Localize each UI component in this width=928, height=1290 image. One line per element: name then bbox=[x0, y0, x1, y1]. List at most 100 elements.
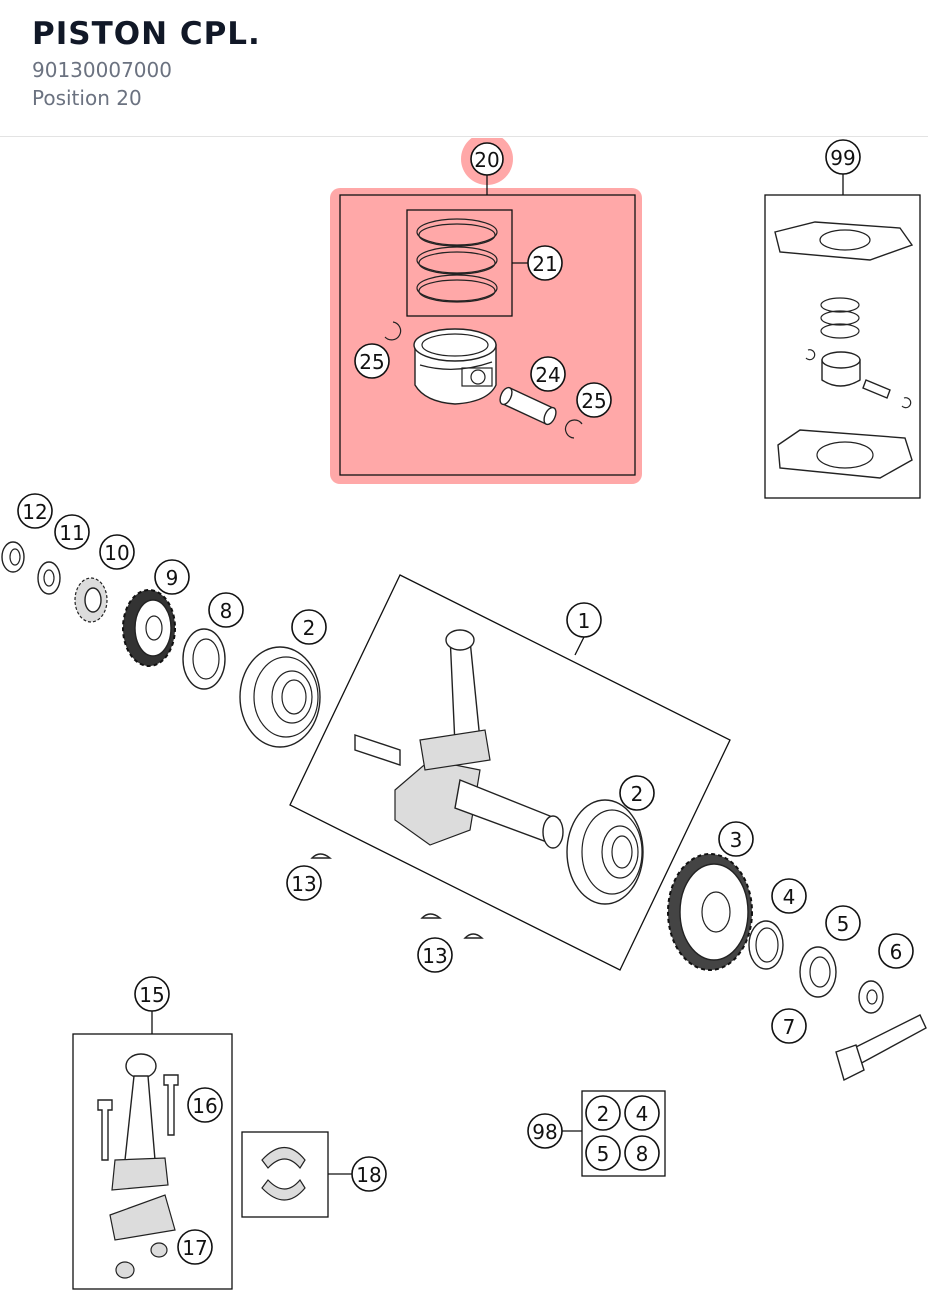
circlip bbox=[564, 419, 583, 439]
callout-16[interactable]: 16 bbox=[187, 1087, 223, 1123]
callout-1[interactable]: 1 bbox=[566, 602, 602, 638]
kit-item-2[interactable]: 2 bbox=[585, 1095, 621, 1131]
callout-25[interactable]: 25 bbox=[576, 382, 612, 418]
circlip bbox=[384, 321, 402, 341]
callout-2[interactable]: 2 bbox=[291, 609, 327, 645]
svg-text:8: 8 bbox=[220, 599, 233, 623]
svg-text:8: 8 bbox=[636, 1142, 649, 1166]
crankshaft bbox=[354, 629, 564, 849]
callout-98[interactable]: 98 bbox=[527, 1113, 563, 1149]
key-13 bbox=[463, 933, 484, 939]
head-gasket bbox=[774, 221, 914, 261]
conrod-group-15[interactable] bbox=[72, 1010, 233, 1290]
callout-13[interactable]: 13 bbox=[417, 937, 453, 973]
svg-text:18: 18 bbox=[356, 1163, 381, 1187]
bearing-shell-frame bbox=[241, 1131, 329, 1218]
washer-11 bbox=[37, 561, 61, 595]
nut-12 bbox=[1, 541, 25, 573]
svg-text:3: 3 bbox=[730, 828, 743, 852]
exploded-parts-diagram: 20 21 24 25 25 99 12 11 10 9 8 2 1 2 3 4… bbox=[1, 138, 927, 1290]
svg-text:1: 1 bbox=[578, 609, 591, 633]
nut-5 bbox=[799, 946, 837, 998]
piston-group-20[interactable] bbox=[330, 138, 642, 484]
svg-text:2: 2 bbox=[631, 782, 644, 806]
callout-18[interactable]: 18 bbox=[351, 1156, 387, 1192]
svg-text:16: 16 bbox=[192, 1094, 217, 1118]
svg-text:10: 10 bbox=[104, 541, 129, 565]
svg-text:98: 98 bbox=[532, 1120, 557, 1144]
svg-text:15: 15 bbox=[139, 983, 164, 1007]
svg-text:4: 4 bbox=[636, 1102, 649, 1126]
callout-17[interactable]: 17 bbox=[177, 1229, 213, 1265]
bolt-7 bbox=[835, 1014, 927, 1082]
kit-frame bbox=[581, 1090, 666, 1177]
part-number: 90130007000 bbox=[32, 58, 172, 82]
callout-24[interactable]: 24 bbox=[530, 356, 566, 392]
page-title: PISTON CPL. bbox=[32, 16, 261, 52]
kit-item-5[interactable]: 5 bbox=[585, 1135, 621, 1171]
callout-15[interactable]: 15 bbox=[134, 976, 170, 1012]
svg-text:5: 5 bbox=[837, 912, 850, 936]
callout-labels: 20 21 24 25 25 99 12 11 10 9 8 2 1 2 3 4… bbox=[17, 139, 914, 1265]
svg-text:5: 5 bbox=[597, 1142, 610, 1166]
svg-text:25: 25 bbox=[581, 389, 606, 413]
callout-20[interactable]: 20 bbox=[470, 142, 504, 176]
callout-9[interactable]: 9 bbox=[154, 559, 190, 595]
callout-4[interactable]: 4 bbox=[771, 878, 807, 914]
svg-text:17: 17 bbox=[182, 1236, 207, 1260]
svg-text:99: 99 bbox=[830, 146, 855, 170]
svg-text:11: 11 bbox=[59, 521, 84, 545]
svg-text:9: 9 bbox=[166, 566, 179, 590]
kit-98[interactable] bbox=[562, 1090, 666, 1177]
callout-7[interactable]: 7 bbox=[771, 1008, 807, 1044]
kit-item-4[interactable]: 4 bbox=[624, 1095, 660, 1131]
svg-text:6: 6 bbox=[890, 940, 903, 964]
callout-12[interactable]: 12 bbox=[17, 493, 53, 529]
key-13 bbox=[420, 913, 442, 919]
conrod-cap bbox=[109, 1194, 176, 1241]
crankshaft-frame bbox=[289, 574, 731, 971]
svg-text:13: 13 bbox=[422, 944, 447, 968]
bearing-shells-18[interactable] bbox=[241, 1131, 352, 1218]
callout-8[interactable]: 8 bbox=[208, 592, 244, 628]
callout-2[interactable]: 2 bbox=[619, 775, 655, 811]
piston-ring-set bbox=[416, 218, 498, 303]
conrod-nuts-17 bbox=[115, 1242, 168, 1279]
small-pin bbox=[862, 379, 891, 399]
conrod-bolts-16 bbox=[97, 1074, 179, 1161]
base-gasket bbox=[777, 429, 913, 479]
callout-99[interactable]: 99 bbox=[825, 139, 861, 175]
svg-text:20: 20 bbox=[474, 148, 499, 172]
svg-text:2: 2 bbox=[303, 616, 316, 640]
callout-21[interactable]: 21 bbox=[527, 245, 563, 281]
bearing-2-right bbox=[566, 799, 644, 905]
gasket-set-99[interactable] bbox=[764, 172, 921, 499]
gear-9 bbox=[122, 589, 176, 667]
bearing-2-left bbox=[239, 646, 321, 748]
svg-text:12: 12 bbox=[22, 500, 47, 524]
callout-3[interactable]: 3 bbox=[718, 821, 754, 857]
callout-10[interactable]: 10 bbox=[99, 534, 135, 570]
crankshaft-group-1[interactable] bbox=[289, 574, 731, 971]
callout-25[interactable]: 25 bbox=[354, 343, 390, 379]
callout-6[interactable]: 6 bbox=[878, 933, 914, 969]
kit-item-8[interactable]: 8 bbox=[624, 1135, 660, 1171]
key-13 bbox=[310, 853, 332, 859]
washer-6 bbox=[858, 980, 884, 1014]
gear-10 bbox=[74, 577, 108, 623]
svg-text:7: 7 bbox=[783, 1015, 796, 1039]
connecting-rod bbox=[111, 1053, 169, 1191]
small-piston-rings bbox=[820, 297, 860, 339]
position-label: Position 20 bbox=[32, 86, 142, 110]
piston-pin bbox=[499, 386, 557, 426]
svg-text:21: 21 bbox=[532, 252, 557, 276]
svg-text:13: 13 bbox=[291, 872, 316, 896]
gear-3 bbox=[667, 853, 753, 971]
seal-8 bbox=[182, 628, 226, 690]
svg-text:2: 2 bbox=[597, 1102, 610, 1126]
piston bbox=[413, 328, 497, 405]
svg-text:25: 25 bbox=[359, 350, 384, 374]
callout-11[interactable]: 11 bbox=[54, 514, 90, 550]
callout-13[interactable]: 13 bbox=[286, 865, 322, 901]
callout-5[interactable]: 5 bbox=[825, 905, 861, 941]
